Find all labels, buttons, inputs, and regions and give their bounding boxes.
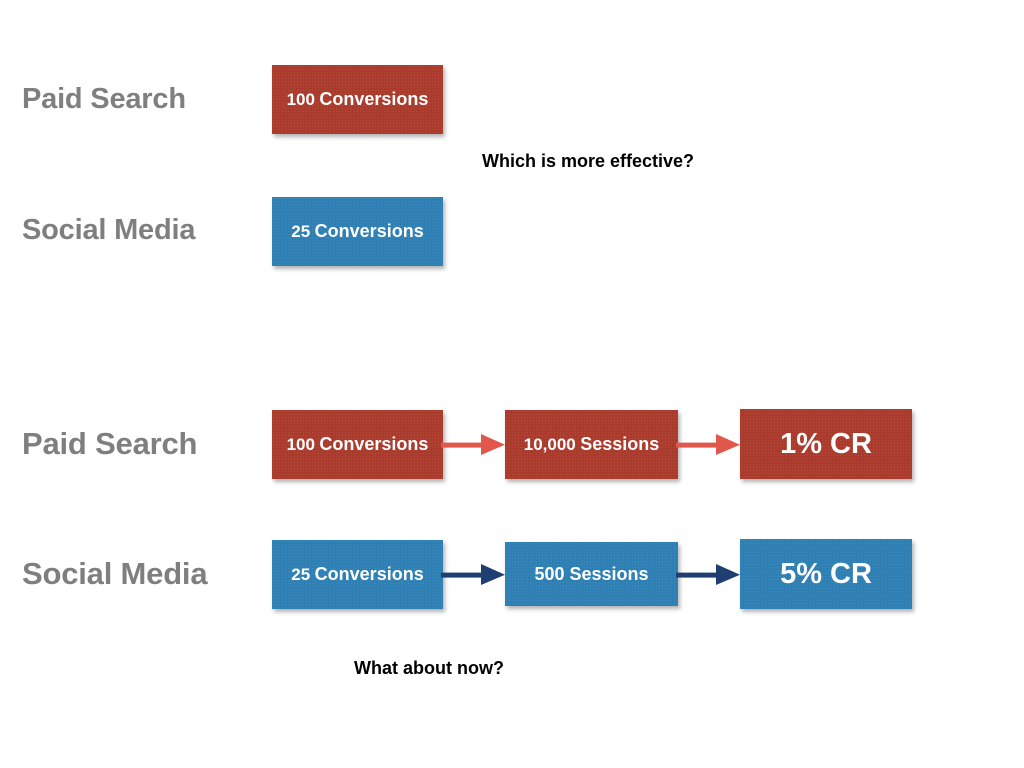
arrow-paid-search-conversions-to-sessions xyxy=(441,425,507,463)
bottom-box-paid-search-conversions: 100 Conversions xyxy=(272,410,443,479)
bottom-row-label-social-media: Social Media xyxy=(22,556,208,591)
bottom-box-paid-search-sessions-value: 10,000 xyxy=(523,435,576,455)
bottom-box-social-media-conversions-value: 25 xyxy=(291,565,311,585)
bottom-box-paid-search-result-value: 1% CR xyxy=(780,427,872,460)
bottom-box-paid-search-sessions: 10,000 Sessions xyxy=(505,410,678,479)
bottom-box-paid-search-conversions-value: 100 xyxy=(286,435,315,455)
bottom-box-paid-search-sessions-unit: Sessions xyxy=(580,434,660,455)
bottom-box-paid-search-result: 1% CR xyxy=(740,409,912,479)
top-box-social-media-value: 25 xyxy=(291,222,311,242)
bottom-box-paid-search-conversions-unit: Conversions xyxy=(319,434,429,455)
arrow-social-media-sessions-to-result xyxy=(676,555,742,593)
bottom-box-social-media-conversions: 25 Conversions xyxy=(272,540,443,609)
arrow-social-media-conversions-to-sessions xyxy=(441,555,507,593)
bottom-box-social-media-conversions-unit: Conversions xyxy=(314,564,424,585)
top-row-label-paid-search: Paid Search xyxy=(22,83,186,115)
top-box-social-media-unit: Conversions xyxy=(314,221,424,242)
bottom-box-social-media-result: 5% CR xyxy=(740,539,912,609)
top-box-social-media-conversions: 25 Conversions xyxy=(272,197,443,266)
top-box-paid-search-unit: Conversions xyxy=(319,89,429,110)
question-which-is-more-effective: Which is more effective? xyxy=(482,151,695,171)
question-what-about-now: What about now? xyxy=(354,658,504,678)
bottom-row-label-paid-search: Paid Search xyxy=(22,426,198,461)
top-box-paid-search-value: 100 xyxy=(286,90,315,110)
arrow-paid-search-sessions-to-result xyxy=(676,425,742,463)
top-row-label-social-media: Social Media xyxy=(22,214,196,246)
top-box-paid-search-conversions: 100 Conversions xyxy=(272,65,443,134)
bottom-box-social-media-sessions: 500 Sessions xyxy=(505,542,678,606)
bottom-box-social-media-result-value: 5% CR xyxy=(780,557,872,590)
bottom-box-social-media-sessions-value: 500 Sessions xyxy=(534,563,649,584)
